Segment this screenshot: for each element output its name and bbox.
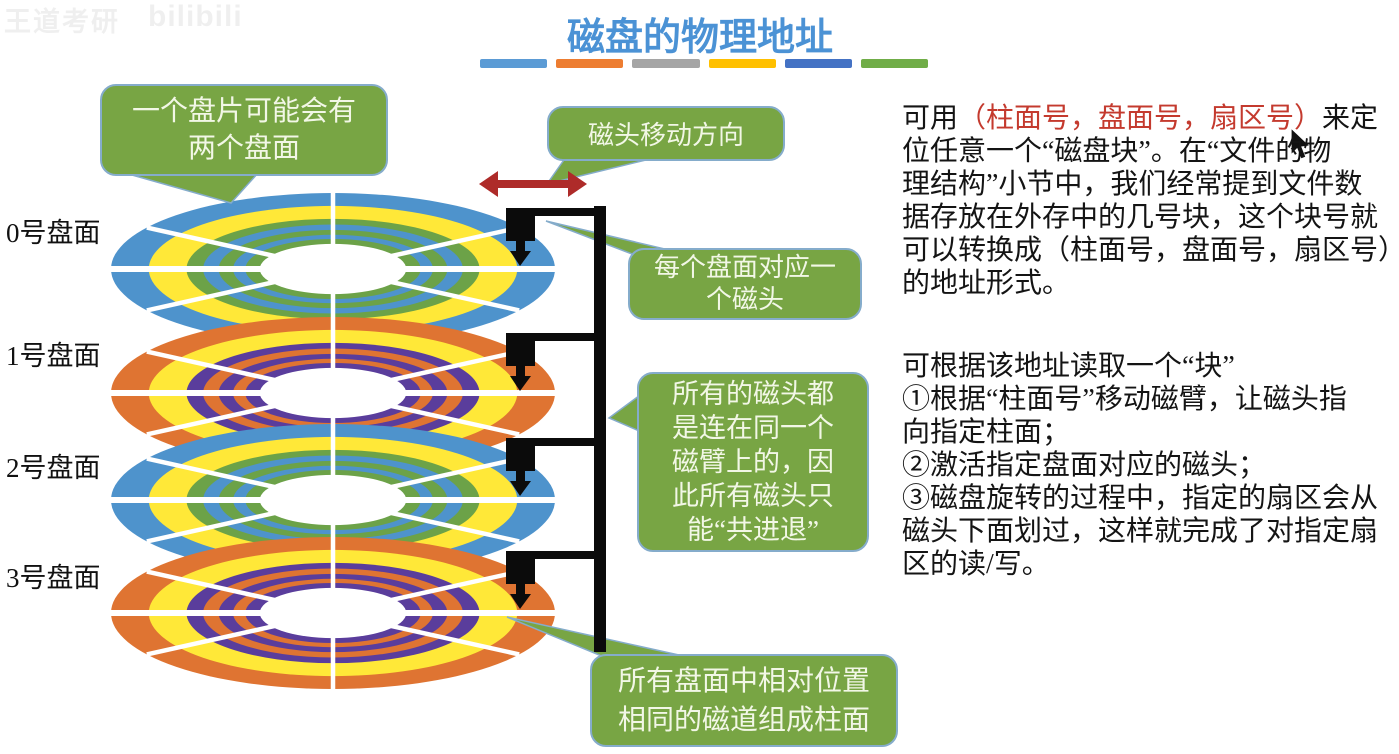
callout-text-line: 磁臂上的，因 [672, 447, 834, 477]
text-line: ①根据“柱面号”移动磁臂，让磁头指 [902, 384, 1347, 415]
callout-heads-move-together: 所有的磁头都 是连在同一个 磁臂上的，因 此所有磁头只 能“共进退” [637, 372, 869, 552]
paragraph-read-block-steps: 可根据该地址读取一个“块” ①根据“柱面号”移动磁臂，让磁头指 向指定柱面； ②… [902, 350, 1399, 581]
disk-surface-2 [108, 420, 558, 580]
title-underline-dash [632, 59, 700, 68]
disk-label-2: 2号盘面 [6, 453, 101, 483]
title-underline-dash [480, 59, 548, 68]
actuator-arm [528, 206, 606, 652]
disk-surface-1 [108, 313, 558, 473]
text-line: 向指定柱面； [902, 417, 1071, 448]
title-underline-dash [784, 59, 852, 68]
callout-cylinder: 所有盘面中相对位置 相同的磁道组成柱面 [590, 654, 898, 747]
disk-label-3: 3号盘面 [6, 563, 101, 593]
text-line: 磁头下面划过，这样就完成了对指定扇 [902, 516, 1379, 547]
text-line: ③磁盘旋转的过程中，指定的扇区会从 [902, 483, 1379, 514]
rw-head-0 [506, 208, 535, 266]
callout-text-line: 两个盘面 [187, 133, 300, 164]
watermark-channel-text: 王道考研 [4, 7, 120, 37]
callout-text-line: 能“共进退” [687, 515, 819, 545]
text-line: 理结构”小节中，我们经常提到文件数 [902, 169, 1363, 200]
disk-label-1: 1号盘面 [6, 341, 101, 371]
paragraph-address-format: 可用（柱面号，盘面号，扇区号）来定 位任意一个“磁盘块”。在“文件的物 理结构”… [902, 102, 1399, 300]
callout-head-direction: 磁头移动方向 [547, 106, 785, 161]
text-line: 可以转换成（柱面号，盘面号，扇区号） [902, 235, 1399, 266]
callout-text-line: 是连在同一个 [672, 413, 834, 443]
title-underline-dash [860, 59, 929, 68]
rw-head-2 [506, 438, 535, 496]
text-segment: 来定 [1322, 103, 1379, 134]
text-line: 可用（柱面号，盘面号，扇区号）来定 [902, 102, 1399, 135]
rw-head-3 [506, 551, 535, 609]
disk-label-0: 0号盘面 [6, 218, 101, 248]
text-line: 据存放在外存中的几号块，这个块号就 [902, 202, 1379, 233]
callout-text-line: 每个盘面对应一 [653, 253, 836, 282]
text-line: 位任意一个“磁盘块”。在“文件的物 [902, 136, 1332, 167]
text-segment: 可用 [902, 103, 959, 134]
text-line: 区的读/写。 [902, 549, 1050, 580]
callout-text-line: 一个盘片可能会有 [131, 96, 356, 127]
callout-text-line: 个磁头 [705, 285, 784, 314]
head-direction-arrow [479, 171, 587, 197]
callout-platter-sides: 一个盘片可能会有 两个盘面 [100, 84, 388, 176]
text-line: 可根据该地址读取一个“块” [902, 351, 1235, 382]
rw-head-1 [506, 333, 535, 391]
watermark: 王道考研 bilibili [4, 0, 243, 39]
title-underline-dash [708, 59, 776, 68]
callout-text-line: 此所有磁头只 [672, 481, 834, 511]
page-title: 磁盘的物理地址 [566, 17, 833, 59]
callout-text-line: 相同的磁道组成柱面 [617, 704, 870, 736]
title-underline [480, 59, 929, 68]
text-line: ②激活指定盘面对应的磁头； [902, 450, 1267, 481]
callout-text-line: 磁头移动方向 [587, 121, 744, 150]
callout-text-line: 所有的磁头都 [672, 379, 834, 409]
disk-surface-0 [108, 189, 558, 349]
bilibili-logo: bilibili [148, 0, 243, 33]
callout-tail-head-direction [545, 156, 651, 186]
mouse-cursor [1290, 126, 1312, 160]
title-underline-dash [556, 59, 624, 68]
disk-surface-3 [108, 533, 558, 693]
text-segment-highlight: （柱面号，盘面号，扇区号） [958, 103, 1323, 134]
callout-text-line: 所有盘面中相对位置 [617, 665, 870, 697]
callout-head-per-surface: 每个盘面对应一 个磁头 [628, 248, 862, 320]
text-line: 的地址形式。 [902, 268, 1071, 299]
